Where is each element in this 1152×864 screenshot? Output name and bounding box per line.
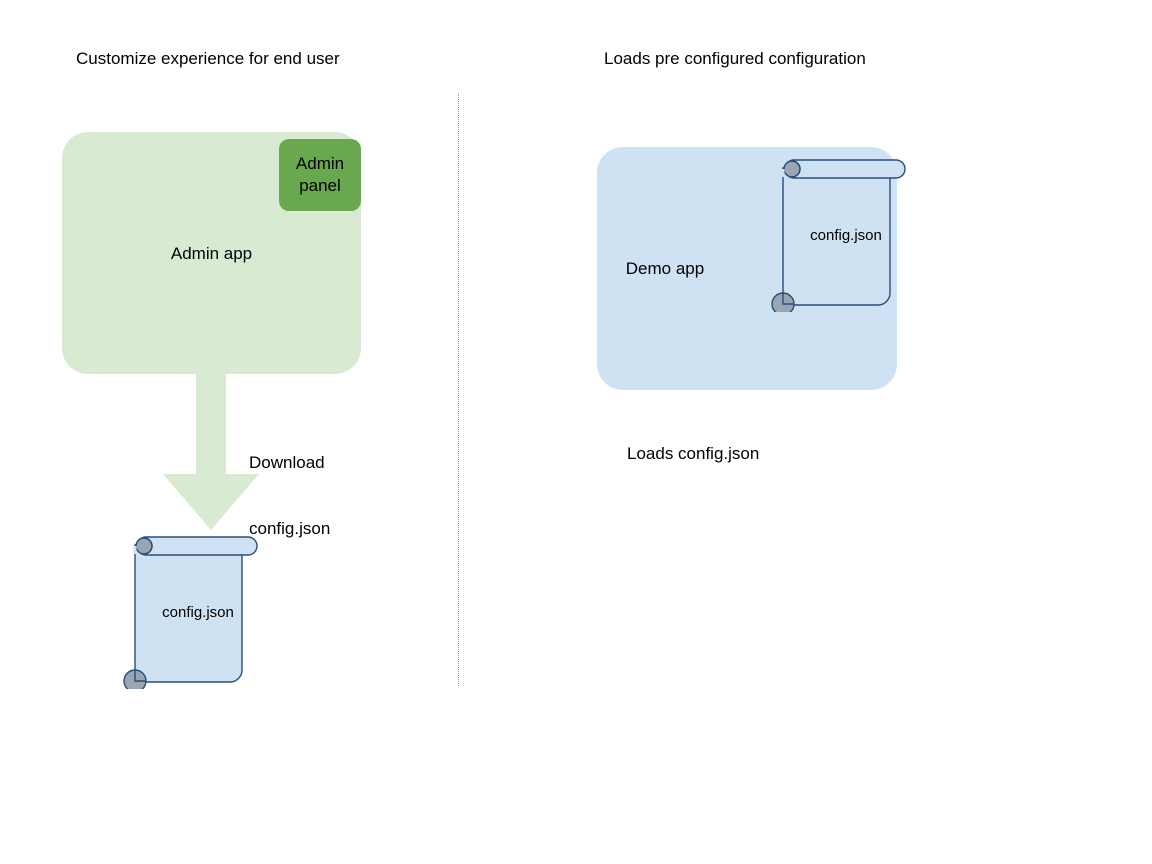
config-json-file-right[interactable]: config.json	[766, 150, 916, 316]
admin-panel-badge-line1: Admin	[295, 154, 345, 173]
scroll-shape-icon	[771, 159, 906, 316]
admin-app-label: Admin app	[170, 244, 253, 263]
admin-panel-badge[interactable]: Admin panel	[279, 139, 361, 211]
download-arrow-label-line1: Download	[249, 453, 325, 472]
demo-app-label: Demo app	[625, 259, 705, 278]
heading-right: Loads pre configured configuration	[604, 49, 866, 68]
admin-panel-badge-line2: panel	[299, 176, 341, 195]
heading-left: Customize experience for end user	[76, 49, 340, 68]
loads-config-caption: Loads config.json	[627, 444, 760, 463]
vertical-divider	[458, 93, 459, 686]
config-json-file-left[interactable]: config.json	[118, 527, 268, 693]
admin-panel-badge-text: Admin panel	[296, 153, 344, 197]
download-arrow-icon	[163, 370, 259, 530]
scroll-shape-icon	[123, 536, 258, 693]
download-arrow-label-line2: config.json	[249, 519, 331, 538]
download-arrow-label: Download config.json	[249, 408, 330, 584]
